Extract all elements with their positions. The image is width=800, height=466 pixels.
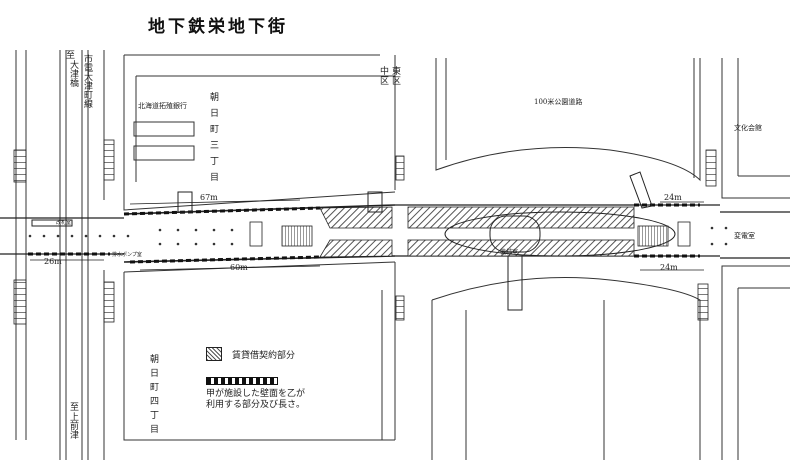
legend: 賃貸借契約部分 甲が施設した壁面を乙が 利用する部分及び長さ。 <box>206 345 305 411</box>
column-dots <box>28 226 728 246</box>
dim-60: 60m <box>230 263 248 272</box>
label-otsubashi: 大津橋 <box>70 59 79 89</box>
label-henden: 変電室 <box>734 231 755 240</box>
lease-swatch <box>206 347 222 361</box>
label-kamimaezu: 上前津 <box>70 412 79 441</box>
label-shi-bottom: 至 <box>70 402 79 413</box>
dim-67: 67m <box>200 193 218 202</box>
legend-lease: 賃貸借契約部分 <box>232 350 296 361</box>
label-kaisatsu: 改札室 <box>56 219 71 226</box>
label-higashiku: 東区 <box>392 65 401 87</box>
label-shi-top: 至 <box>66 50 75 61</box>
dim-26: 26m <box>44 257 62 266</box>
label-block-nw: 朝日町三丁目 <box>210 92 219 183</box>
label-kikai: 機械室 <box>500 248 518 256</box>
wall-swatch <box>206 377 278 385</box>
map-title: 地下鉄栄地下街 <box>148 17 288 37</box>
label-bunka: 文化会館 <box>734 123 762 132</box>
label-ginko: 北海道拓殖銀行 <box>138 101 187 110</box>
dim-24b: 24m <box>660 263 678 272</box>
crosswalks <box>13 139 717 325</box>
dimension-lines <box>30 199 704 271</box>
lease-areas <box>319 206 635 258</box>
label-chuku: 中区 <box>380 65 389 87</box>
central-oval <box>444 211 676 257</box>
dim-24a: 24m <box>664 193 682 202</box>
legend-wall-line1: 甲が施設した壁面を乙が <box>206 389 306 399</box>
label-pump: 排水ポンプ室 <box>112 251 142 258</box>
label-shiden: 市電大津町線 <box>84 53 93 110</box>
legend-wall-line2: 利用する部分及び長さ。 <box>206 400 306 410</box>
exit-shafts <box>31 171 653 311</box>
stairs <box>249 221 691 247</box>
wall-use-markers <box>28 203 700 264</box>
label-koen: 100米公園道路 <box>534 97 582 106</box>
block-outlines <box>15 50 790 460</box>
machine-room <box>489 215 541 253</box>
label-block-sw: 朝日町四丁目 <box>150 354 159 435</box>
